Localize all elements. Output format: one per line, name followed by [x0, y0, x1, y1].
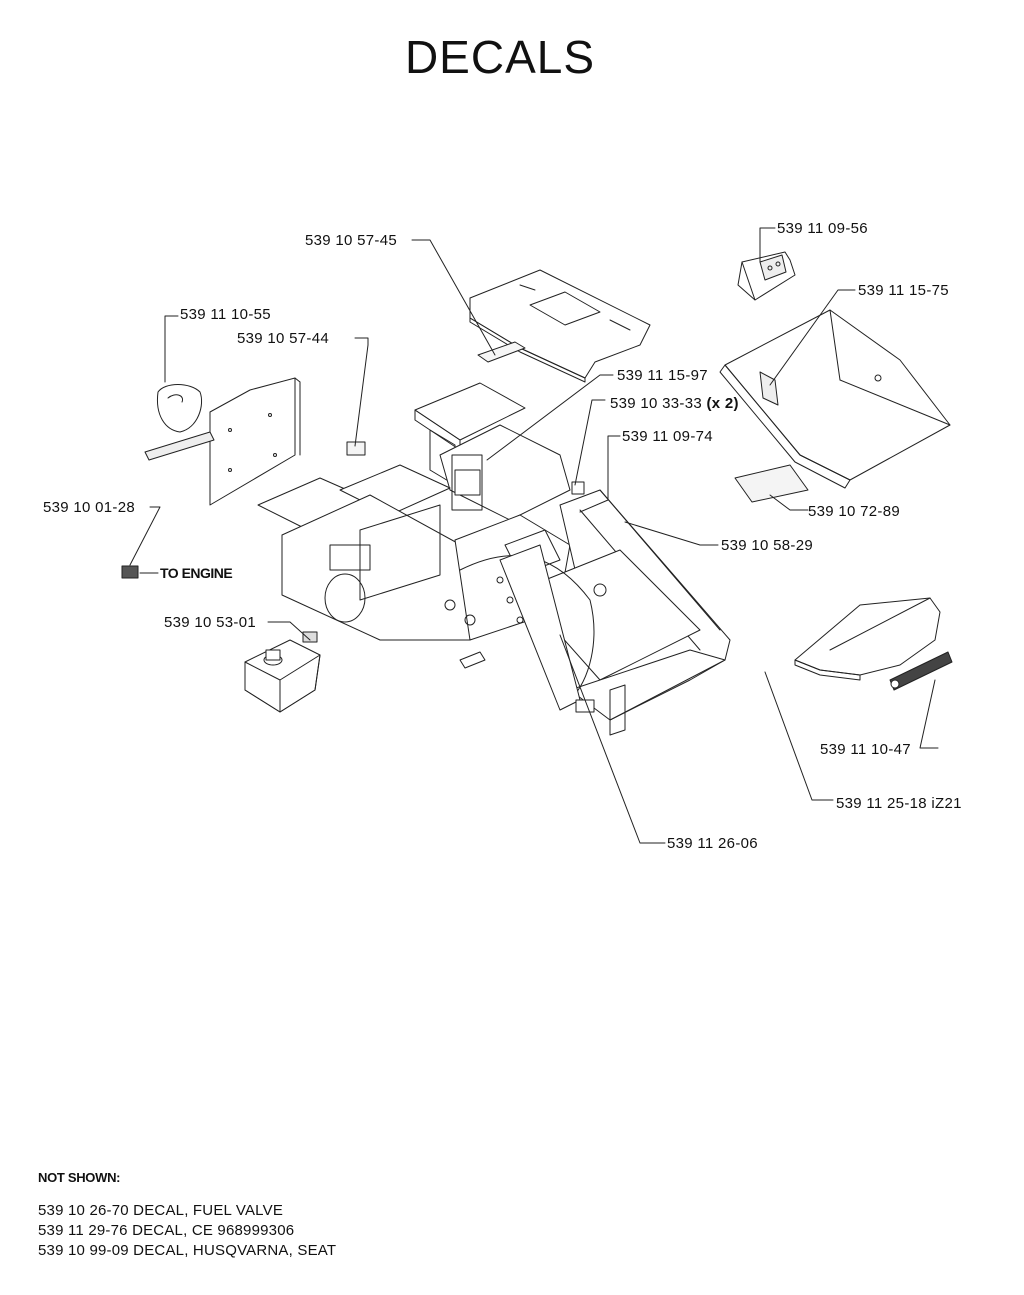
decal-shape-part: [144, 384, 215, 461]
callout-label: 539 10 58-29: [721, 537, 814, 554]
floor-plate-part: [469, 269, 651, 383]
not-shown-item: 539 10 26-70 DECAL, FUEL VALVE: [38, 1202, 284, 1219]
engine-decal-part: [121, 565, 139, 579]
leader-lines: [129, 227, 939, 844]
callout-label: 539 11 10-55: [180, 306, 271, 323]
callout-label: 539 10 57-45: [305, 232, 398, 249]
callout-label: 539 10 57-44: [237, 330, 330, 347]
callout-label: 539 11 09-74: [622, 428, 713, 445]
control-panel-part: [737, 251, 796, 301]
callout-label: 539 11 09-56: [777, 220, 868, 237]
rear-cover-part: [794, 597, 941, 681]
callout-label: 539 10 72-89: [808, 503, 901, 520]
warning-decal-part: [346, 441, 366, 456]
callout-label: 539 10 53-01: [164, 614, 257, 631]
page-title: DECALS: [404, 31, 596, 83]
not-shown-item: 539 10 99-09 DECAL, HUSQVARNA, SEAT: [38, 1242, 337, 1259]
deck-decal-part: [734, 464, 809, 503]
deck-cover-part: [719, 309, 951, 489]
callout-label: 539 10 01-28: [43, 499, 136, 516]
callout-label: 539 11 15-75: [858, 282, 949, 299]
not-shown-item: 539 11 29-76 DECAL, CE 968999306: [38, 1222, 295, 1239]
to-engine-label: TO ENGINE: [160, 565, 233, 581]
callout-label: 539 11 15-97: [617, 367, 708, 384]
callout-label: 539 10 33-33 (x 2): [610, 395, 739, 412]
husqvarna-logo-decal: [889, 651, 953, 691]
fuel-tank-part: [244, 631, 321, 713]
callout-label: 539 11 26-06: [667, 835, 758, 852]
callout-label-quantity: (x 2): [706, 395, 739, 412]
callout-label: 539 11 10-47: [820, 741, 911, 758]
chassis-frame-part: [257, 382, 731, 736]
callout-label-number: 539 10 33-33: [610, 395, 703, 412]
not-shown-heading: NOT SHOWN:: [38, 1170, 121, 1185]
side-panel-part: [209, 377, 301, 506]
callout-label: 539 11 25-18 iZ21: [836, 795, 962, 812]
